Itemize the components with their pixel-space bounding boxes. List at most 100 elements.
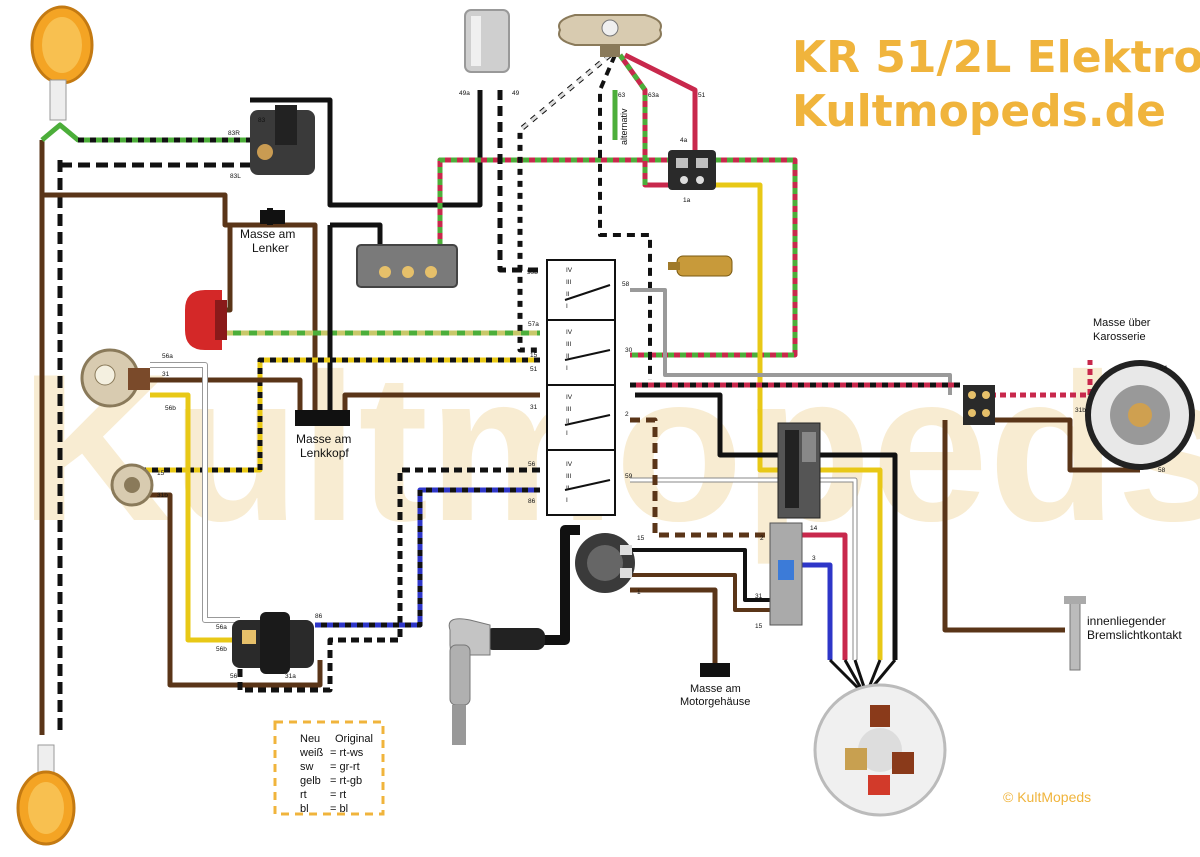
wire-yellow-15-stripe [140, 357, 540, 473]
wire-red-green-stripe [437, 157, 798, 358]
legend-header-neu: Neu [300, 733, 320, 745]
terminal-83L: 83L [230, 173, 241, 180]
wire-grey-58 [630, 288, 952, 395]
wire-58 [990, 417, 1140, 473]
terminal-31c: 31 [162, 371, 170, 378]
wire-31-ignition [630, 573, 775, 612]
wire-red-14 [800, 532, 848, 660]
terminal-3r: 3 [812, 555, 816, 562]
label-bremslicht-2: Bremslichtkontakt [1087, 628, 1182, 642]
wire-63a-stripe [617, 53, 648, 185]
terminal-51: 51 [698, 92, 706, 99]
wire-brown-31b [342, 392, 540, 410]
wire-green-83R [40, 122, 250, 143]
terminal-86: 86 [528, 498, 536, 505]
terminal-59: 59 [625, 473, 633, 480]
s2-II: II [566, 353, 570, 360]
legend-row-2-orig: = gr-rt [330, 761, 360, 773]
terminal-54: 54 [1160, 365, 1168, 372]
terminal-1a: 1a [683, 197, 691, 204]
wire-dashed-56 [237, 467, 540, 693]
terminal-31bt: 31b [1075, 407, 1086, 414]
ignition-coil [232, 612, 314, 674]
rear-connector [963, 385, 995, 425]
s3-I: I [566, 430, 568, 437]
terminal-49: 49 [512, 90, 520, 97]
masse-motor-block [700, 663, 730, 677]
brake-switch [110, 463, 154, 507]
terminal-31: 31 [530, 404, 538, 411]
legend-row-3-orig: = rt-gb [330, 775, 362, 787]
component-labels: Masse am Lenker Masse am Lenkkopf Masse … [240, 108, 1182, 708]
terminal-56a2: 56a [216, 624, 227, 631]
legend-row-4-new: rt [300, 789, 307, 801]
label-masse-motor-2: Motorgehäuse [680, 696, 750, 708]
voltage-regulator [558, 14, 662, 57]
indicator-rear-left [16, 744, 76, 846]
s4-II: II [566, 485, 570, 492]
label-masse-karosserie-2: Karosserie [1093, 331, 1146, 343]
terminal-15a: 15 [530, 352, 538, 359]
battery [356, 244, 458, 288]
wire-black-49a [250, 90, 483, 208]
wire-dotted-59b-stripe [519, 53, 611, 132]
terminal-63a: 63a [648, 92, 659, 99]
terminal-31r: 31 [755, 593, 763, 600]
terminal-86c: 86 [315, 613, 323, 620]
wire-blue-86-stripe [315, 487, 540, 628]
terminal-labels: 83R 83 83L 49a 49 63 63a 51 4a 1a 59b 58… [157, 90, 1168, 680]
terminal-56c: 56 [230, 673, 238, 680]
label-masse-lenker-1: Masse am [240, 227, 295, 241]
s4-I: I [566, 497, 568, 504]
wire-spark-plug [540, 525, 580, 645]
terminal-56a: 56a [162, 353, 173, 360]
s2-I: I [566, 365, 568, 372]
condenser [464, 9, 510, 73]
terminal-2r: 2 [760, 535, 764, 542]
main-switch [546, 259, 616, 516]
terminal-2: 2 [625, 411, 629, 418]
color-legend: Neu Original weiß = rt-ws sw = gr-rt gel… [273, 720, 385, 816]
terminal-83R: 83R [228, 130, 240, 137]
wire-brown-2 [630, 417, 775, 538]
legend-row-1-orig: = rt-ws [330, 747, 364, 759]
wires [39, 52, 1140, 735]
label-alternativ: alternativ [619, 108, 629, 145]
terminal-57a: 57a [528, 321, 539, 328]
wire-brown-31b-rear [140, 492, 323, 688]
wire-brake-contact [942, 420, 1065, 633]
label-masse-lenkkopf-2: Lenkkopf [300, 446, 349, 460]
diagram-subtitle: Kultmopeds.de [792, 86, 1166, 137]
terminal-83: 83 [258, 117, 266, 124]
wire-white-59 [630, 478, 857, 660]
terminal-59b: 59b [527, 269, 538, 276]
s2-III: III [566, 341, 572, 348]
terminal-63: 63 [618, 92, 626, 99]
wire-white-56a [150, 363, 240, 622]
terminal-31a: 31a [285, 673, 296, 680]
wire-63a [617, 53, 675, 188]
terminal-56b: 56b [165, 405, 176, 412]
terminal-15r: 15 [755, 623, 763, 630]
terminal-58t: 58 [1158, 467, 1166, 474]
dimmer-switch [80, 348, 150, 408]
s3-II: II [566, 418, 570, 425]
wire-masse-motor [630, 587, 718, 665]
rear-lamp [1085, 360, 1195, 470]
wire-brown-masse [42, 192, 318, 410]
masse-lenkkopf-block [295, 410, 350, 426]
diagram-title: KR 51/2L Elektronik [792, 32, 1200, 83]
s4-III: III [566, 473, 572, 480]
label-masse-karosserie-1: Masse über [1093, 317, 1151, 329]
legend-row-5-orig: = bl [330, 803, 348, 815]
terminal-14: 14 [810, 525, 818, 532]
horn-button [185, 290, 227, 350]
wire-blue-3 [800, 562, 833, 660]
terminal-49a: 49a [459, 90, 470, 97]
brake-contact-pin [1064, 596, 1086, 671]
indicator-front-left [30, 5, 94, 121]
copyright-text: © KultMopeds [1003, 789, 1091, 805]
wire-black-battery [330, 222, 383, 245]
